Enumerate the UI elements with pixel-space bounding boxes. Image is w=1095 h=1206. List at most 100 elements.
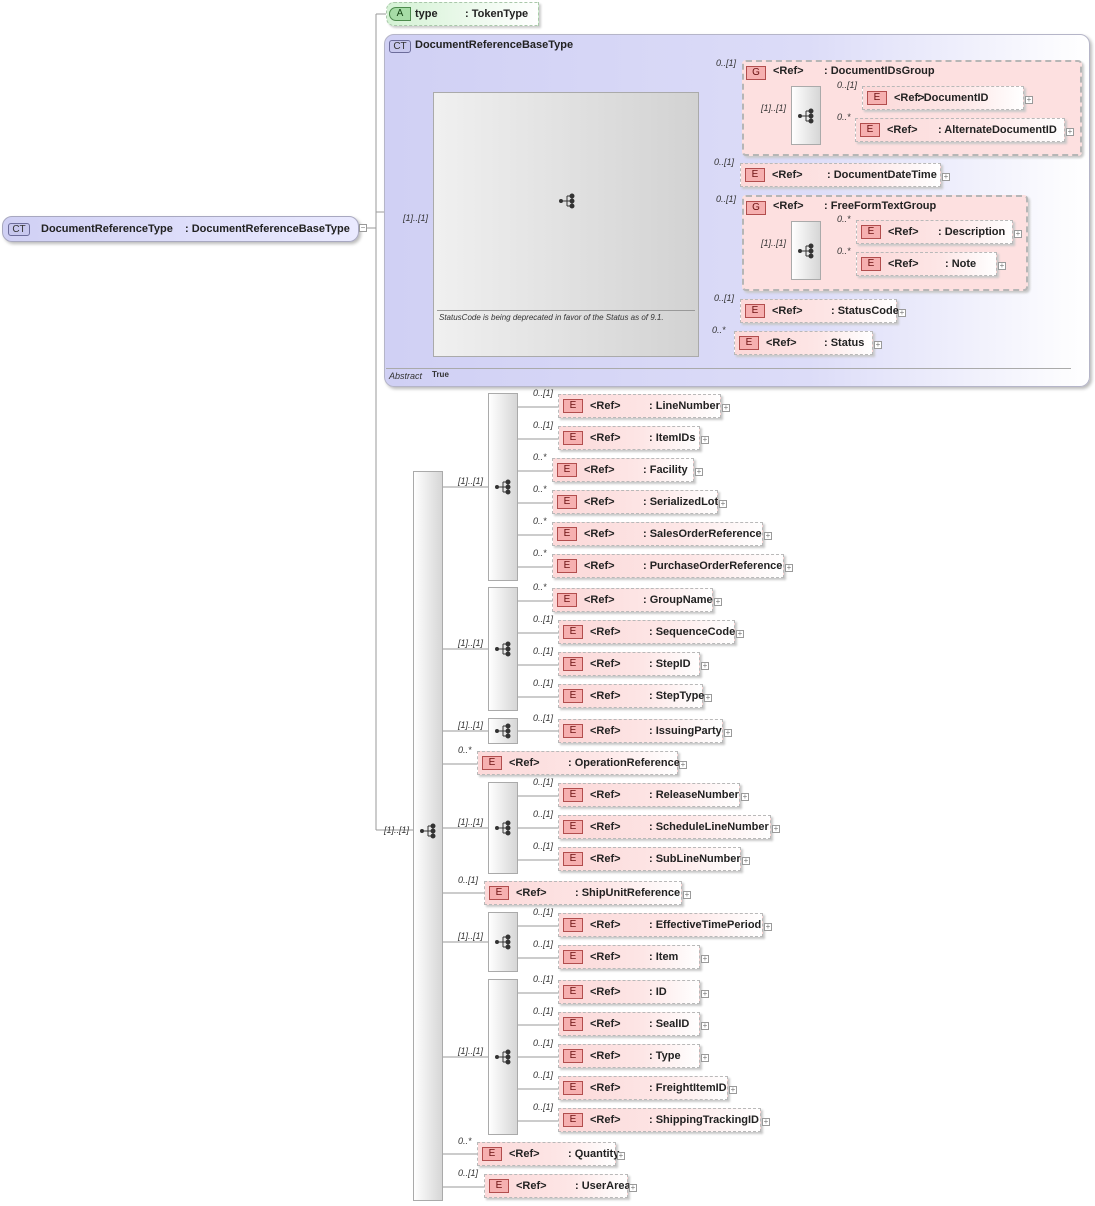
main-seq-cardinality: [1]..[1] <box>384 825 410 835</box>
expand-icon[interactable]: + <box>695 467 703 476</box>
element-badge: E <box>557 463 577 477</box>
expand-icon[interactable]: + <box>785 563 793 572</box>
element-alternate-document-id[interactable]: E<Ref>: AlternateDocumentID <box>855 118 1065 142</box>
element-document-id[interactable]: E<Ref>: DocumentID <box>862 86 1024 110</box>
element-schedule-line-number[interactable]: E<Ref>: ScheduleLineNumber <box>558 815 771 839</box>
element-serialized-lot[interactable]: E<Ref>: SerializedLot <box>552 490 718 514</box>
expand-icon[interactable]: + <box>898 308 906 317</box>
element-step-type[interactable]: E<Ref>: StepType <box>558 684 704 708</box>
element-badge: E <box>489 1179 509 1193</box>
element-badge: E <box>563 399 583 413</box>
element-purchase-order-reference[interactable]: E<Ref>: PurchaseOrderReference <box>552 554 784 578</box>
expand-icon[interactable]: + <box>679 760 687 769</box>
root-collapse-icon[interactable]: − <box>359 223 367 232</box>
element-seal-id[interactable]: E<Ref>: SealID <box>558 1012 700 1036</box>
element-sales-order-reference[interactable]: E<Ref>: SalesOrderReference <box>552 522 763 546</box>
element-issuing-party[interactable]: E<Ref>: IssuingParty <box>558 719 723 743</box>
expand-icon[interactable]: + <box>701 1053 709 1062</box>
expand-icon[interactable]: + <box>683 890 691 899</box>
expand-icon[interactable]: + <box>729 1085 737 1094</box>
expand-icon[interactable]: + <box>736 629 744 638</box>
element-ref-label: <Ref> <box>584 560 615 572</box>
element-operation-reference[interactable]: E<Ref>: OperationReference <box>477 751 680 775</box>
element-document-date-time[interactable]: E<Ref>: DocumentDateTime <box>740 163 941 187</box>
element-sub-line-number[interactable]: E<Ref>: SubLineNumber <box>558 847 741 871</box>
element-group-name[interactable]: E<Ref>: GroupName <box>552 588 713 612</box>
complex-type-badge: CT <box>8 223 30 236</box>
element-id[interactable]: E<Ref>: ID <box>558 980 700 1004</box>
expand-icon[interactable]: + <box>722 403 730 412</box>
sub-sequence <box>488 718 518 744</box>
expand-icon[interactable]: + <box>741 792 749 801</box>
expand-icon[interactable]: + <box>701 1021 709 1030</box>
element-cardinality: 0..[1] <box>458 875 479 885</box>
element-step-id[interactable]: E<Ref>: StepID <box>558 652 700 676</box>
expand-icon[interactable]: + <box>701 989 709 998</box>
attribute-box[interactable]: A type : TokenType <box>386 2 539 26</box>
element-cardinality: 0..[1] <box>714 293 735 303</box>
root-type-box[interactable]: CT DocumentReferenceType : DocumentRefer… <box>2 216 359 242</box>
expand-icon[interactable]: + <box>742 856 750 865</box>
element-badge: E <box>867 91 887 105</box>
element-status[interactable]: E<Ref>: Status <box>734 331 873 355</box>
root-type-base: : DocumentReferenceBaseType <box>185 223 350 235</box>
expand-icon[interactable]: + <box>701 435 709 444</box>
group-ref-label: <Ref> <box>773 200 804 212</box>
element-quantity[interactable]: E<Ref>: Quantity <box>477 1142 619 1166</box>
expand-icon[interactable]: + <box>724 728 732 737</box>
element-name: : IssuingParty <box>649 725 722 737</box>
element-ref-label: <Ref> <box>590 432 621 444</box>
expand-icon[interactable]: + <box>714 597 722 606</box>
sub-seq-cardinality: [1]..[1] <box>458 817 484 827</box>
element-cardinality: 0..[1] <box>533 809 554 819</box>
element-facility[interactable]: E<Ref>: Facility <box>552 458 694 482</box>
element-ref-label: <Ref> <box>888 258 919 270</box>
expand-icon[interactable]: + <box>629 1183 637 1192</box>
expand-icon[interactable]: + <box>1066 127 1074 136</box>
element-badge: E <box>557 495 577 509</box>
sub-seq-cardinality: [1]..[1] <box>458 931 484 941</box>
expand-icon[interactable]: + <box>1014 229 1022 238</box>
element-description[interactable]: E<Ref>: Description <box>856 220 1013 244</box>
element-effective-time-period[interactable]: E<Ref>: EffectiveTimePeriod <box>558 913 763 937</box>
expand-icon[interactable]: + <box>762 1117 770 1126</box>
element-cardinality: 0..* <box>533 516 547 526</box>
element-sequence-code[interactable]: E<Ref>: SequenceCode <box>558 620 735 644</box>
element-freight-item-id[interactable]: E<Ref>: FreightItemID <box>558 1076 728 1100</box>
expand-icon[interactable]: + <box>942 172 950 181</box>
element-name: : EffectiveTimePeriod <box>649 919 762 931</box>
expand-icon[interactable]: + <box>764 922 772 931</box>
expand-icon[interactable]: + <box>719 499 727 508</box>
element-item-ids[interactable]: E<Ref>: ItemIDs <box>558 426 700 450</box>
element-item[interactable]: E<Ref>: Item <box>558 945 700 969</box>
element-ref-label: <Ref> <box>590 789 621 801</box>
element-status-code[interactable]: E<Ref>: StatusCode <box>740 299 899 323</box>
sub-sequence <box>488 912 518 972</box>
expand-icon[interactable]: + <box>617 1151 625 1160</box>
element-badge: E <box>482 756 502 770</box>
sub-seq-cardinality: [1]..[1] <box>458 476 484 486</box>
element-badge: E <box>861 257 881 271</box>
element-ship-unit-reference[interactable]: E<Ref>: ShipUnitReference <box>484 881 682 905</box>
expand-icon[interactable]: + <box>701 661 709 670</box>
expand-icon[interactable]: + <box>704 693 712 702</box>
element-line-number[interactable]: E<Ref>: LineNumber <box>558 394 721 418</box>
element-type[interactable]: E<Ref>: Type <box>558 1044 700 1068</box>
attribute-type: : TokenType <box>465 8 529 20</box>
element-user-area[interactable]: E<Ref>: UserArea <box>484 1174 631 1198</box>
expand-icon[interactable]: + <box>874 340 882 349</box>
element-note[interactable]: E<Ref>: Note <box>856 252 997 276</box>
element-cardinality: 0..[1] <box>458 1168 479 1178</box>
element-release-number[interactable]: E<Ref>: ReleaseNumber <box>558 783 740 807</box>
expand-icon[interactable]: + <box>998 261 1006 270</box>
expand-icon[interactable]: + <box>772 824 780 833</box>
group-cardinality: 0..[1] <box>716 194 737 204</box>
expand-icon[interactable]: + <box>701 954 709 963</box>
expand-icon[interactable]: + <box>764 531 772 540</box>
element-shipping-tracking-id[interactable]: E<Ref>: ShippingTrackingID <box>558 1108 761 1132</box>
element-badge: E <box>557 593 577 607</box>
element-badge: E <box>563 1017 583 1031</box>
expand-icon[interactable]: + <box>1025 95 1033 104</box>
element-badge: E <box>563 985 583 999</box>
element-name: : Type <box>649 1050 681 1062</box>
